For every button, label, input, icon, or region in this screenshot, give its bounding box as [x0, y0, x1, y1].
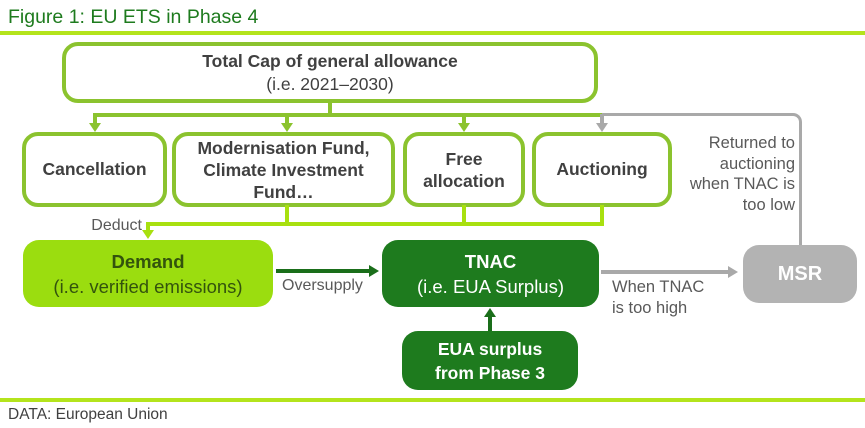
demand-to-tnac-line — [276, 269, 370, 273]
arrowhead-deduct-icon — [142, 230, 154, 239]
auctioning-down-line — [600, 205, 604, 225]
total-cap-line1: Total Cap of general allowance — [202, 50, 458, 71]
cancellation-label: Cancellation — [42, 159, 147, 179]
eua-surplus-line2: from Phase 3 — [435, 362, 545, 383]
node-modernisation-fund: Modernisation Fund, Climate Investment F… — [172, 132, 395, 207]
msr-return-elbow-line — [602, 113, 802, 245]
node-total-cap: Total Cap of general allowance (i.e. 202… — [62, 42, 598, 103]
arrowhead-eua-to-tnac-icon — [484, 308, 496, 317]
returned-line3: when TNAC is — [689, 175, 795, 193]
auctioning-label: Auctioning — [556, 159, 648, 179]
tnac-to-msr-line — [601, 270, 729, 274]
deduct-arrow-stem — [146, 222, 150, 231]
node-tnac: TNAC (i.e. EUA Surplus) — [382, 240, 599, 307]
arrowhead-cancellation-icon — [89, 123, 101, 132]
when-tnac-high-label: When TNAC is too high — [612, 277, 704, 319]
node-cancellation: Cancellation — [22, 132, 167, 207]
arrowhead-modernisation-icon — [281, 123, 293, 132]
tnac-title: TNAC — [464, 250, 517, 272]
returned-to-auctioning-note: Returned to auctioning when TNAC is too … — [663, 133, 795, 215]
modernisation-line2: Climate Investment — [203, 159, 364, 180]
node-demand: Demand (i.e. verified emissions) — [23, 240, 273, 307]
title-underline — [0, 31, 865, 35]
free-allocation-down-line — [462, 205, 466, 225]
data-source-note: DATA: European Union — [8, 406, 168, 423]
figure-title: Figure 1: EU ETS in Phase 4 — [8, 6, 259, 28]
demand-title: Demand — [111, 250, 185, 272]
modernisation-line3: Fund… — [253, 181, 314, 202]
footer-rule — [0, 398, 865, 402]
eua-to-tnac-line — [488, 315, 492, 332]
arrowhead-oversupply-icon — [369, 264, 379, 277]
returned-line1: Returned to — [708, 134, 795, 152]
msr-label: MSR — [777, 262, 823, 285]
returned-line2: auctioning — [719, 154, 795, 173]
node-eua-surplus: EUA surplus from Phase 3 — [402, 331, 578, 390]
when-high-line2: is too high — [612, 299, 688, 317]
eua-surplus-line1: EUA surplus — [437, 338, 543, 359]
free-allocation-line1: Free — [445, 148, 483, 169]
deduct-label: Deduct — [91, 217, 142, 234]
free-allocation-line2: allocation — [423, 170, 505, 191]
demand-subtitle: (i.e. verified emissions) — [53, 275, 243, 297]
returned-line4: too low — [742, 195, 795, 214]
deduct-collector-line — [146, 222, 604, 226]
node-auctioning: Auctioning — [532, 132, 672, 207]
oversupply-label: Oversupply — [282, 277, 363, 294]
arrowhead-auctioning-icon — [596, 123, 608, 132]
cap-distribution-line — [93, 113, 602, 117]
modernisation-down-line — [285, 205, 289, 225]
node-msr: MSR — [743, 245, 857, 303]
node-free-allocation: Free allocation — [403, 132, 525, 207]
arrow-to-auctioning-gray — [600, 114, 604, 124]
arrowhead-msr-icon — [728, 265, 738, 278]
arrowhead-free-allocation-icon — [458, 123, 470, 132]
arrow-to-modernisation — [285, 114, 289, 124]
total-cap-line2: (i.e. 2021–2030) — [266, 73, 394, 94]
tnac-subtitle: (i.e. EUA Surplus) — [416, 275, 565, 297]
when-high-line1: When TNAC — [612, 278, 705, 296]
modernisation-line1: Modernisation Fund, — [197, 137, 370, 158]
cap-stem-line — [328, 101, 332, 114]
arrow-to-cancellation — [93, 114, 97, 124]
arrow-to-free-allocation — [462, 114, 466, 124]
